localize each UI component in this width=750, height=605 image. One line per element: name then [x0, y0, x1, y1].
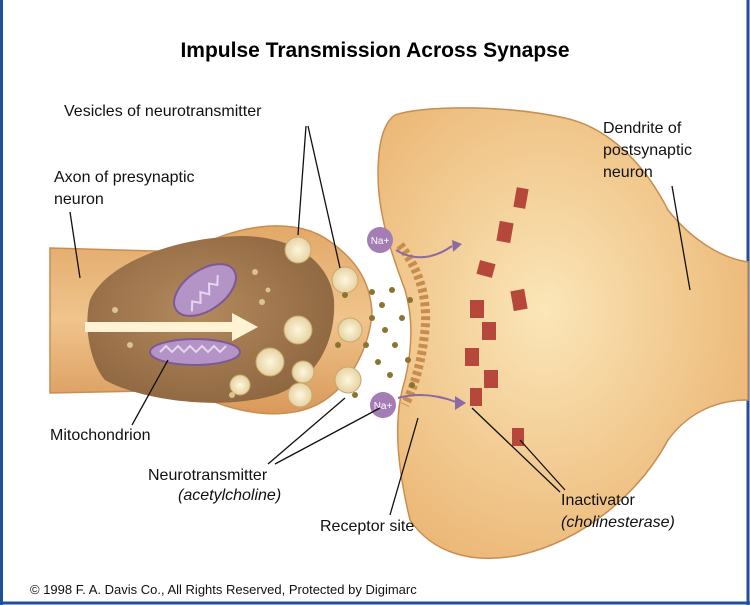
diagram-title: Impulse Transmission Across Synapse [180, 39, 569, 62]
dendrite-label-line1: Dendrite of [603, 120, 682, 137]
dendrite-label-line3: neuron [603, 164, 653, 181]
axon-label-line1: Axon of presynaptic [54, 169, 195, 186]
mitochondrion-label: Mitochondrion [50, 427, 151, 444]
vesicles-label: Vesicles of neurotransmitter [64, 103, 262, 120]
svg-text:Na+: Na+ [371, 236, 390, 247]
receptor-site-label: Receptor site [320, 518, 414, 535]
inactivator-label: Inactivator [561, 492, 635, 509]
dendrite-label-line2: postsynaptic [603, 142, 692, 159]
inactivator-sublabel: (cholinesterase) [561, 514, 675, 531]
neurotransmitter-label: Neurotransmitter [148, 467, 268, 484]
copyright-notice: © 1998 F. A. Davis Co., All Rights Reser… [30, 582, 417, 597]
mitochondrion-lower [150, 339, 240, 365]
axon-label-line2: neuron [54, 191, 104, 208]
presynaptic-axon [50, 226, 372, 414]
neurotransmitter-sublabel: (acetylcholine) [178, 487, 281, 504]
